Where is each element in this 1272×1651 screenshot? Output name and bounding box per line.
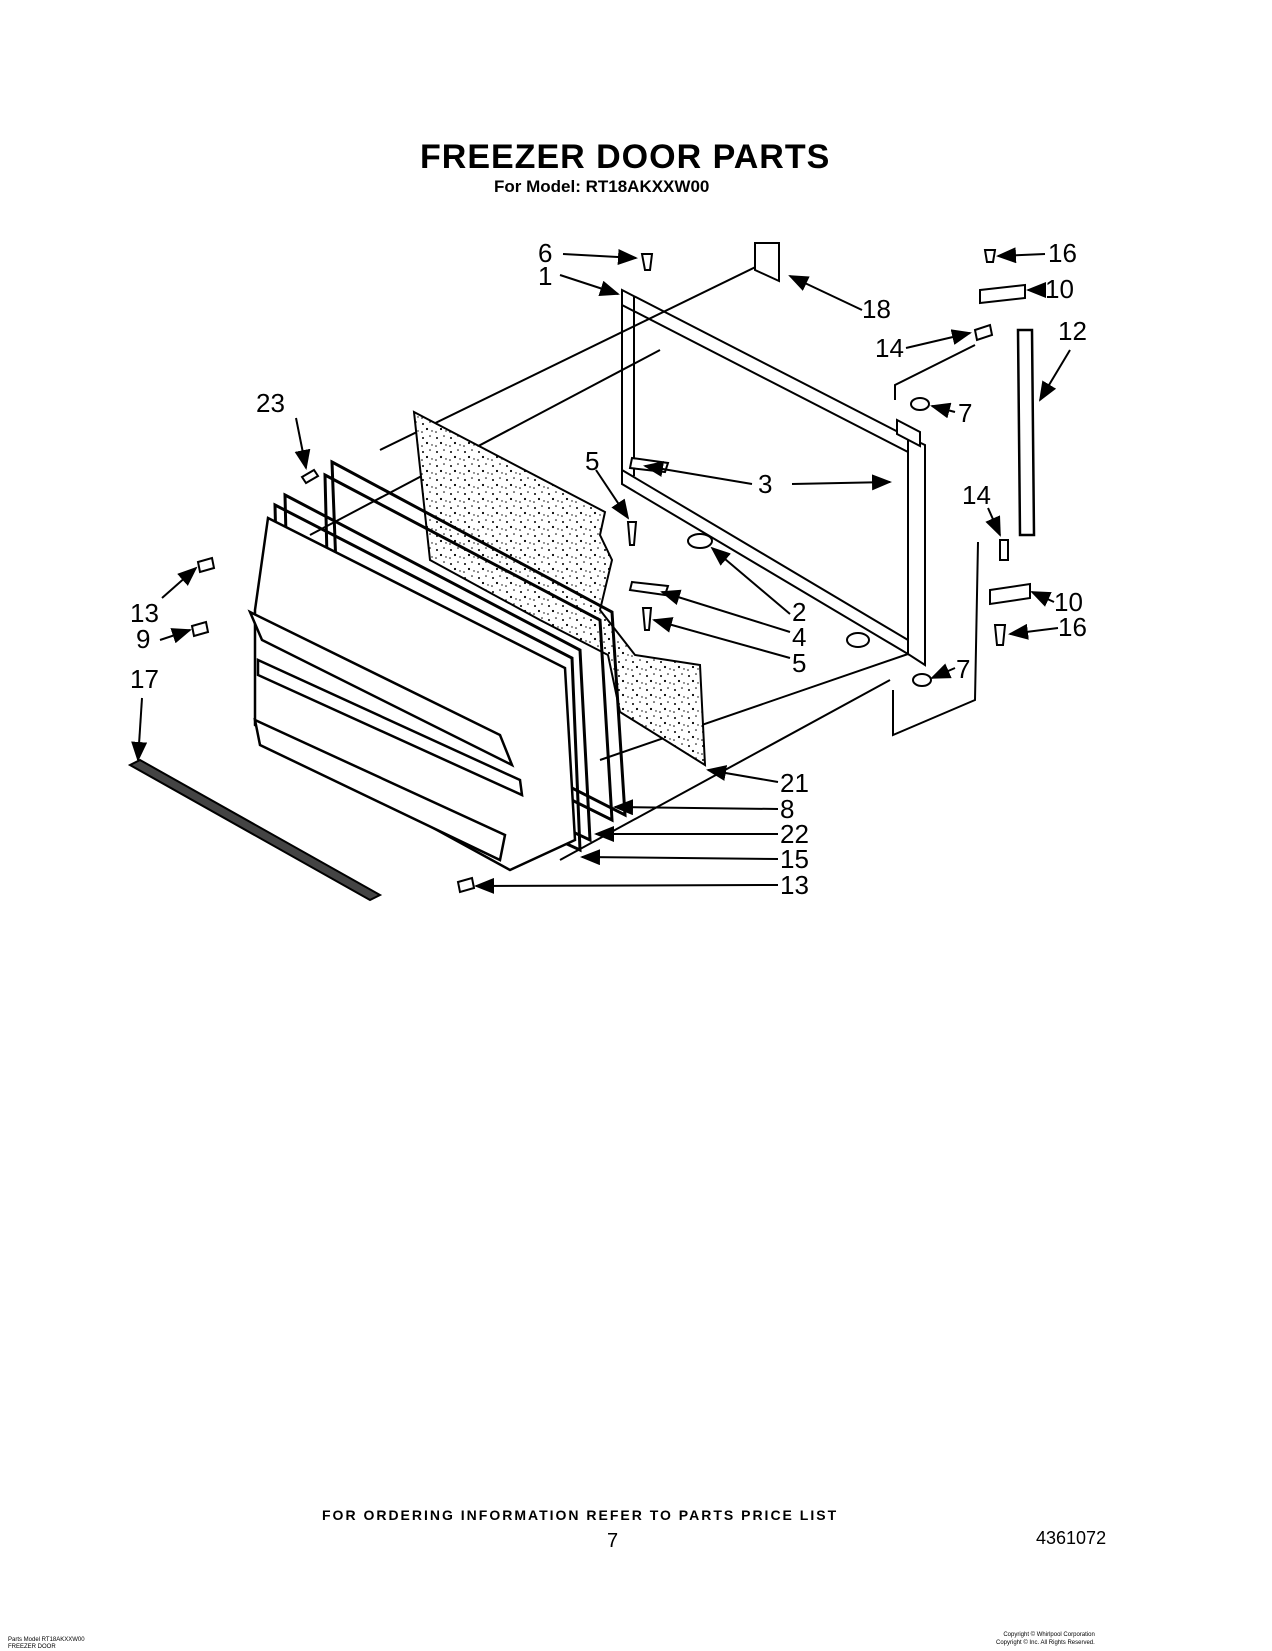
callout-numbers: 6 1 18 16 10 14 12 23 7 5 3 14 13 2 10 4… [130,238,1087,900]
callout-10-top: 10 [1045,274,1074,304]
model-footnote-line1: Parts Model RT18AKXXW00 [8,1637,85,1643]
copyright-footnote: Copyright © Whirlpool Corporation Copyri… [996,1631,1095,1647]
hardware-parts [190,249,1031,894]
callout-7-top: 7 [958,398,972,428]
callout-5-bottom: 5 [792,648,806,678]
callout-13-left: 13 [130,598,159,628]
page-number: 7 [607,1530,619,1552]
callout-17: 17 [130,664,159,694]
callout-leader-lines [131,247,1071,894]
callout-4: 4 [792,622,806,652]
callout-1: 1 [538,261,552,291]
hinge-bar [1016,328,1036,537]
callout-9: 9 [136,624,150,654]
callout-14-top: 14 [875,333,904,363]
door-liner [247,516,577,872]
copyright-line2: Copyright © Inc. All Rights Reserved. [996,1640,1095,1646]
document-number: 4361072 [1036,1528,1107,1548]
foam-insulation-panel [412,410,707,767]
door-frame-outline [309,242,979,861]
callout-23: 23 [256,388,285,418]
callout-16-bottom: 16 [1058,612,1087,642]
copyright-line1: Copyright © Whirlpool Corporation [1003,1632,1095,1638]
callout-15: 15 [780,844,809,874]
page-title: FREEZER DOOR PARTS [420,138,831,176]
callout-12: 12 [1058,316,1087,346]
callout-8: 8 [780,794,794,824]
model-footnote: Parts Model RT18AKXXW00 FREEZER DOOR [8,1637,85,1651]
callout-22: 22 [780,819,809,849]
callout-2: 2 [792,597,806,627]
callout-7-bottom: 7 [956,654,970,684]
model-subtitle: For Model: RT18AKXXW00 [494,177,710,196]
model-footnote-line2: FREEZER DOOR [8,1644,56,1650]
callout-10-bottom: 10 [1054,587,1083,617]
callout-16-top: 16 [1048,238,1077,268]
callout-6: 6 [538,238,552,268]
callout-5-top: 5 [585,446,599,476]
callout-3: 3 [758,469,772,499]
ordering-info-note: FOR ORDERING INFORMATION REFER TO PARTS … [322,1507,839,1523]
callout-21: 21 [780,768,809,798]
callout-14-bottom: 14 [962,480,991,510]
callout-13-bottom: 13 [780,870,809,900]
callout-18: 18 [862,294,891,324]
